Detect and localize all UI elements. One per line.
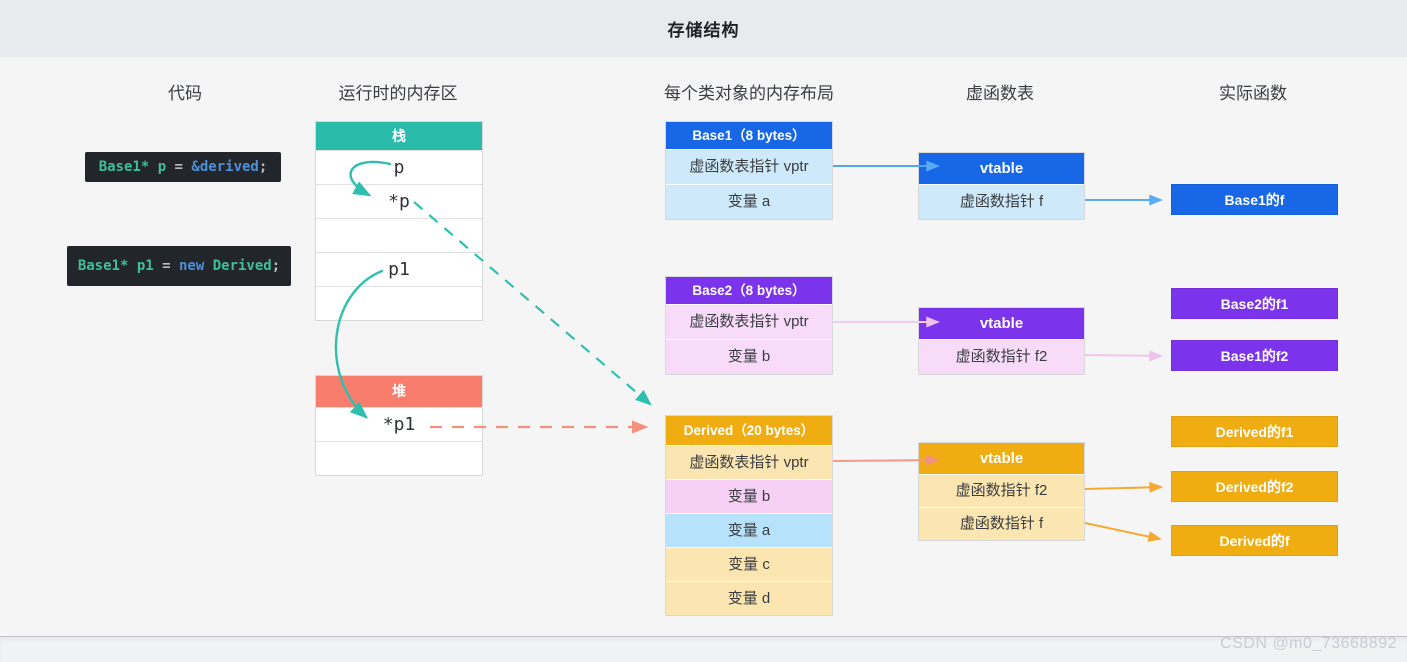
footer-strip: CSDN @m0_73668892 — [0, 635, 1407, 662]
vtable-derived-f2-row: 虚函数指针 f2 — [919, 474, 1084, 507]
stack-row-p1: p1 — [316, 252, 482, 286]
vtable-derived: vtable 虚函数指针 f2 虚函数指针 f — [918, 442, 1085, 541]
function-derived-f2: Derived的f2 — [1171, 471, 1338, 502]
heap-row-deref-p1: *p1 — [316, 407, 482, 441]
code-token: = — [166, 159, 192, 175]
derived-var-b-row: 变量 b — [666, 479, 832, 513]
base1-vptr-row: 虚函数表指针 vptr — [666, 149, 832, 184]
code-token: new — [178, 258, 205, 274]
base1-var-a-row: 变量 a — [666, 184, 832, 219]
code-token: Derived — [204, 258, 272, 274]
heap-header: 堆 — [316, 376, 482, 407]
vtable-base2-header: vtable — [919, 308, 1084, 339]
derived-var-a-row: 变量 a — [666, 513, 832, 547]
arrow-vtable-f2-to-base1-f2 — [1084, 350, 1164, 362]
stack-row-empty — [316, 286, 482, 320]
column-header-object-layout: 每个类对象的内存布局 — [664, 84, 834, 103]
code-snippet-p: Base1* p = &derived; — [85, 152, 281, 182]
derived-vptr-row: 虚函数表指针 vptr — [666, 445, 832, 479]
vtable-base2-f2-row: 虚函数指针 f2 — [919, 339, 1084, 374]
base2-var-b-row: 变量 b — [666, 339, 832, 374]
base2-vptr-row: 虚函数表指针 vptr — [666, 304, 832, 339]
vtable-base2: vtable 虚函数指针 f2 — [918, 307, 1085, 375]
column-header-code: 代码 — [168, 84, 202, 103]
code-token: ; — [258, 159, 268, 175]
stack-row-empty — [316, 218, 482, 252]
code-token: &derived — [191, 159, 259, 175]
code-token: ; — [271, 258, 281, 274]
object-layout-base2: Base2（8 bytes） 虚函数表指针 vptr 变量 b — [665, 276, 833, 375]
code-snippet-p1: Base1* p1 = new Derived; — [67, 246, 291, 286]
arrow-vtable-f-to-derived-f — [1084, 522, 1163, 542]
column-header-runtime-memory: 运行时的内存区 — [338, 84, 458, 103]
object-layout-base1: Base1（8 bytes） 虚函数表指针 vptr 变量 a — [665, 121, 833, 220]
object-layout-derived: Derived（20 bytes） 虚函数表指针 vptr 变量 b 变量 a … — [665, 415, 833, 616]
base1-header: Base1（8 bytes） — [666, 122, 832, 149]
vtable-derived-f-row: 虚函数指针 f — [919, 507, 1084, 540]
stack-table: 栈 p *p p1 — [315, 121, 483, 321]
arrow-vtable-f2-to-derived-f2 — [1084, 481, 1164, 493]
stack-row-deref-p: *p — [316, 184, 482, 218]
derived-var-d-row: 变量 d — [666, 581, 832, 615]
title-bar: 存储结构 — [0, 0, 1407, 57]
stack-row-p: p — [316, 150, 482, 184]
vtable-base1-header: vtable — [919, 153, 1084, 184]
code-token: Base1* p1 — [77, 258, 154, 274]
vtable-derived-header: vtable — [919, 443, 1084, 474]
heap-table: 堆 *p1 — [315, 375, 483, 476]
function-base1-f2: Base1的f2 — [1171, 340, 1338, 371]
base2-header: Base2（8 bytes） — [666, 277, 832, 304]
vtable-base1: vtable 虚函数指针 f — [918, 152, 1085, 220]
derived-header: Derived（20 bytes） — [666, 416, 832, 445]
function-derived-f: Derived的f — [1171, 525, 1338, 556]
derived-var-c-row: 变量 c — [666, 547, 832, 581]
column-header-vtable: 虚函数表 — [966, 84, 1034, 103]
code-token: = — [153, 258, 179, 274]
vtable-base1-f-row: 虚函数指针 f — [919, 184, 1084, 219]
function-base1-f: Base1的f — [1171, 184, 1338, 215]
function-base2-f1: Base2的f1 — [1171, 288, 1338, 319]
code-token: Base1* p — [98, 159, 167, 175]
column-header-actual-functions: 实际函数 — [1219, 84, 1287, 103]
page-title: 存储结构 — [667, 21, 740, 40]
stack-header: 栈 — [316, 122, 482, 150]
heap-row-empty — [316, 441, 482, 475]
watermark: CSDN @m0_73668892 — [1220, 635, 1397, 652]
function-derived-f1: Derived的f1 — [1171, 416, 1338, 447]
